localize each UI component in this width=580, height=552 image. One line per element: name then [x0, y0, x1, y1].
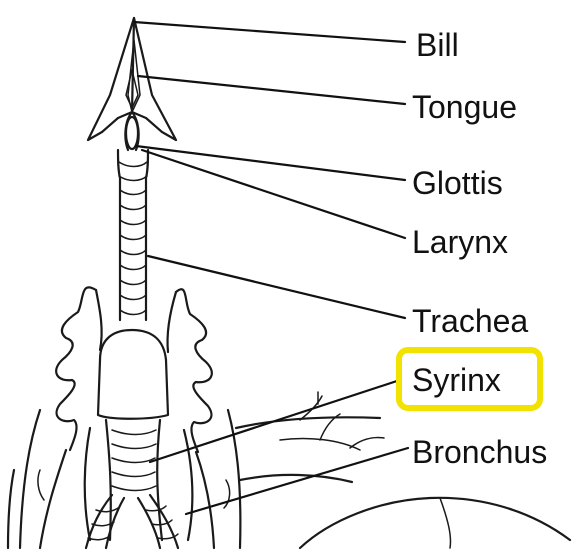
tongue-leader: [138, 76, 405, 104]
leader-lines: [134, 22, 408, 514]
bill-label: Bill: [416, 27, 459, 63]
bronchus-label: Bronchus: [412, 434, 547, 470]
syrinx-leader: [150, 380, 400, 462]
body-outline-illustration: [236, 392, 570, 548]
trachea-illustration: [118, 150, 148, 320]
trachea-leader: [148, 256, 405, 318]
syrinx-label: Syrinx: [412, 362, 501, 398]
bronchus-illustration: [86, 495, 178, 548]
bronchus-leader: [186, 448, 408, 514]
glottis-label: Glottis: [412, 165, 503, 201]
tongue-label: Tongue: [412, 89, 517, 125]
bill-leader: [134, 22, 405, 42]
larynx-label: Larynx: [412, 224, 508, 260]
bill-illustration: [88, 18, 176, 150]
glottis-leader: [136, 146, 405, 180]
syrinx-illustration: [98, 330, 168, 540]
trachea-label: Trachea: [412, 303, 528, 339]
left-air-sac-illustration: [8, 287, 102, 548]
